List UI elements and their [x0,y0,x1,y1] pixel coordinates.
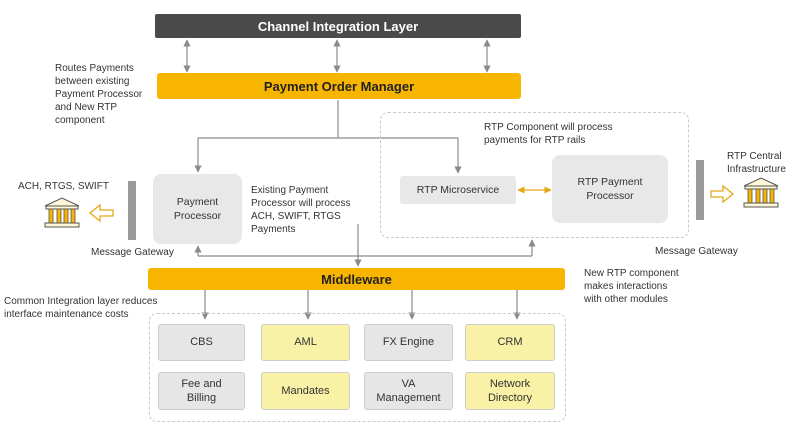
ach-rtgs-swift-label: ACH, RTGS, SWIFT [18,181,109,192]
channel-integration-layer: Channel Integration Layer [155,14,521,38]
rtp-payment-processor: RTP Payment Processor [552,155,668,223]
module-aml: AML [261,324,350,361]
message-gateway-right-label: Message Gateway [655,246,738,257]
outbound-arrow-left-icon [88,203,114,223]
bank-building-icon [741,176,781,210]
module-fee-and-billing: Fee and Billing [158,372,245,410]
payment-processor: Payment Processor [153,174,242,244]
bank-building-icon [42,196,82,230]
module-network-directory: Network Directory [465,372,555,410]
module-cbs: CBS [158,324,245,361]
module-mandates: Mandates [261,372,350,410]
middleware-bar: Middleware [148,268,565,290]
rtp-central-infrastructure-label: RTP Central Infrastructure [727,151,786,175]
rtp-component-note: RTP Component will process payments for … [484,122,613,146]
modules-container [149,313,566,422]
existing-processor-note: Existing Payment Processor will process … [251,185,351,235]
payment-order-manager: Payment Order Manager [157,73,521,99]
rtp-component-container [380,112,689,238]
message-gateway-left [128,181,136,240]
outbound-arrow-right-icon [710,184,735,204]
rtp-microservice: RTP Microservice [400,176,516,204]
module-crm: CRM [465,324,555,361]
module-fx-engine: FX Engine [364,324,453,361]
routes-note: Routes Payments between existing Payment… [55,63,143,126]
common-integration-note: Common Integration layer reduces interfa… [4,296,158,320]
message-gateway-left-label: Message Gateway [91,247,174,258]
module-va-management: VA Management [364,372,453,410]
new-rtp-note: New RTP component makes interactions wit… [584,268,679,305]
message-gateway-right [696,160,704,220]
